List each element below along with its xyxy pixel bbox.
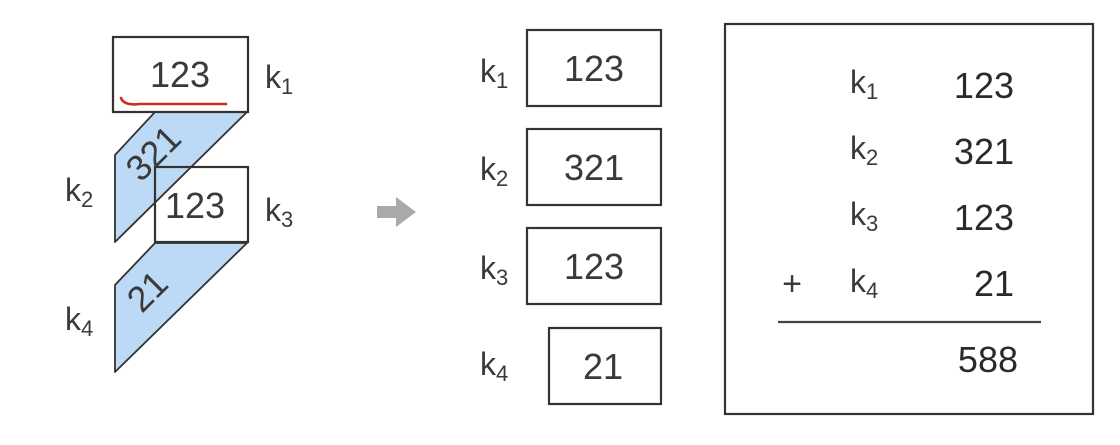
segment-label-k1: k1: [480, 53, 508, 93]
segment-label-k2: k2: [480, 151, 508, 191]
sum-value-k4: 21: [974, 263, 1014, 304]
sum-label-k4: k4: [850, 263, 878, 303]
fold-label-k4: k4: [65, 301, 93, 341]
segment-column: k1 123 k2 321 k3 123 k4 21: [480, 28, 663, 406]
segment-box-k3: [525, 226, 663, 306]
plus-sign: +: [782, 265, 802, 303]
middle-box-k3: [153, 165, 250, 244]
summation-panel: k1 123 k2 321 k3 123 + k4 21 588: [723, 22, 1095, 416]
segment-box-k4: [547, 326, 663, 406]
segment-value-k1: 123: [564, 48, 624, 89]
segment-label-k4: k4: [480, 346, 508, 386]
segment-value-k2: 321: [564, 147, 624, 188]
middle-box-value: 123: [165, 185, 225, 226]
segment-value-k3: 123: [564, 246, 624, 287]
segment-box-k1: [525, 28, 663, 108]
sum-label-k2: k2: [850, 130, 878, 170]
top-box-k1: [111, 35, 250, 114]
sum-label-k3: k3: [850, 196, 878, 236]
sum-total: 588: [958, 339, 1018, 380]
fold-label-k2: k2: [65, 172, 93, 212]
folding-illustration: 123 321 123 21 k1 k2 k3 k4: [65, 35, 293, 373]
summation-frame: [723, 22, 1095, 416]
sum-label-k1: k1: [850, 64, 878, 104]
sum-value-k2: 321: [954, 131, 1014, 172]
fold-label-k3: k3: [265, 192, 293, 232]
segment-value-k4: 21: [583, 346, 623, 387]
segment-label-k3: k3: [480, 250, 508, 290]
underline-mark: [119, 96, 228, 106]
sum-value-k1: 123: [954, 65, 1014, 106]
right-arrow-icon: [377, 197, 416, 227]
segment-box-k2: [525, 127, 663, 207]
top-box-value: 123: [150, 54, 210, 95]
fold-label-k1: k1: [265, 59, 293, 99]
sum-value-k3: 123: [954, 197, 1014, 238]
